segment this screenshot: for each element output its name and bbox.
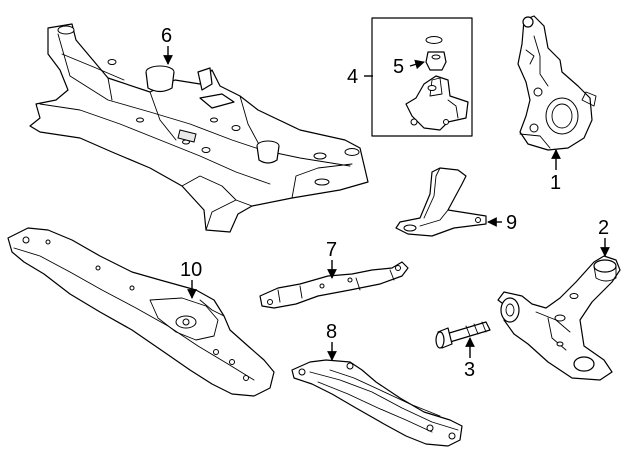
lower-control-arm[interactable] <box>497 255 621 381</box>
callout-9: 9 <box>506 212 517 234</box>
callout-6: 6 <box>161 25 172 47</box>
callouts: 6 4 5 1 9 2 3 7 8 10 <box>161 25 609 381</box>
bracket[interactable] <box>395 167 487 237</box>
bolt[interactable] <box>435 321 491 349</box>
castle-nut <box>425 51 447 71</box>
leader-lines <box>163 46 610 361</box>
callout-1: 1 <box>550 172 561 194</box>
callout-7: 7 <box>326 239 337 261</box>
ball-joint-kit[interactable] <box>371 17 473 137</box>
callout-5: 5 <box>393 56 404 78</box>
snap-ring <box>425 36 443 44</box>
brace[interactable] <box>259 261 409 309</box>
crossmember-subframe[interactable] <box>29 23 369 233</box>
callout-4: 4 <box>347 66 358 88</box>
engine-undercover[interactable] <box>7 227 275 397</box>
callout-2: 2 <box>598 217 609 239</box>
steering-knuckle[interactable] <box>517 15 597 151</box>
callout-3: 3 <box>464 359 475 381</box>
callout-8: 8 <box>326 321 337 343</box>
callout-10: 10 <box>180 259 202 281</box>
brace-plate[interactable] <box>291 359 463 447</box>
